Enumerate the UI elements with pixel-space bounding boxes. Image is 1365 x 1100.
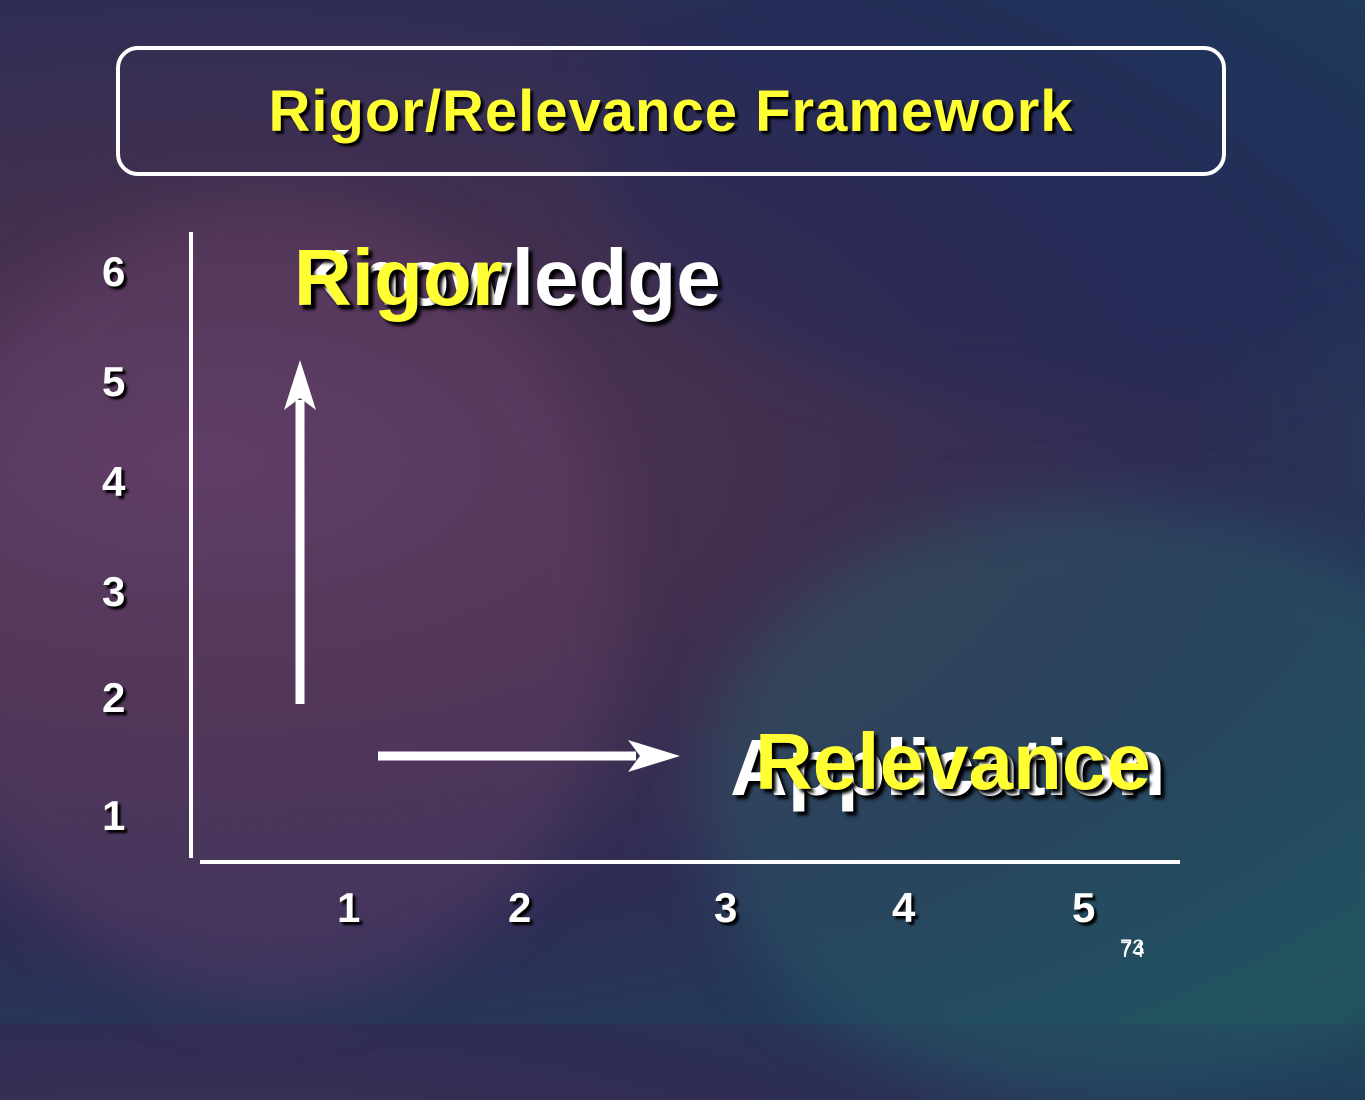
- arrows: [0, 0, 1365, 1024]
- x-tick: 2: [508, 884, 532, 931]
- y-tick: 2: [102, 674, 126, 721]
- y-tick: 1: [102, 792, 126, 839]
- y-tick: 6: [102, 248, 126, 295]
- relevance-label: Relevance: [755, 717, 1151, 806]
- relevance-arrowhead: [628, 740, 680, 772]
- page-title: Rigor/Relevance Framework: [268, 79, 1074, 144]
- rigor-arrowhead: [284, 360, 316, 410]
- x-tick: 5: [1072, 884, 1096, 931]
- x-tick: 3: [714, 884, 738, 931]
- y-tick: 4: [102, 458, 126, 505]
- title-frame: [116, 46, 1226, 176]
- y-tick: 3: [102, 568, 126, 615]
- x-tick: 1: [337, 884, 361, 931]
- y-tick: 5: [102, 358, 126, 405]
- relevance-ghost-label: Application: [730, 723, 1166, 812]
- y-axis-line: [189, 232, 193, 858]
- rigor-label: Rigor: [294, 233, 503, 322]
- x-tick: 4: [892, 884, 916, 931]
- x-axis-line: [200, 860, 1180, 864]
- rigor-ghost-label: Knowledge: [294, 233, 721, 322]
